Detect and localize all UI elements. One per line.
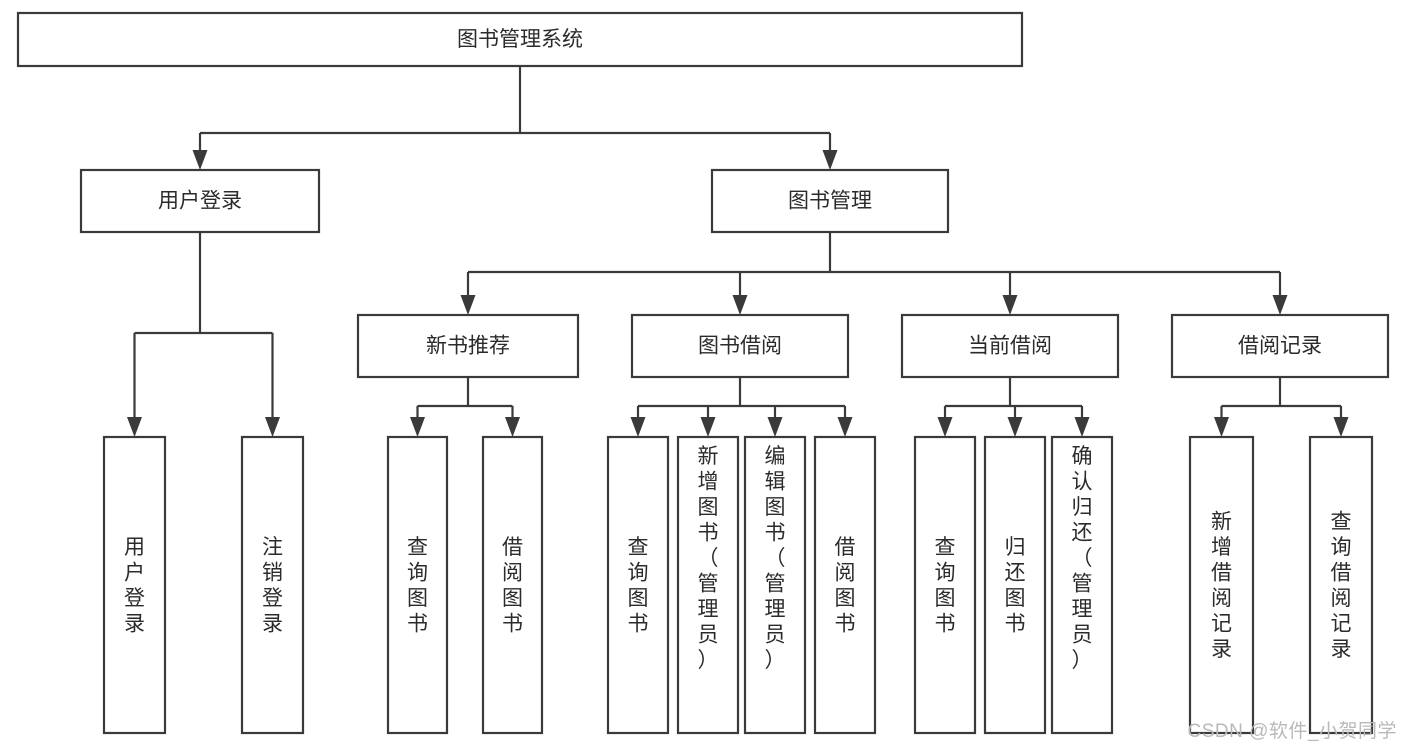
node-label-leaf-logout: 注销登录 bbox=[262, 536, 283, 636]
node-label-leaf-query-book-2: 查询图书 bbox=[628, 536, 649, 636]
node-label-book-borrow: 图书借阅 bbox=[698, 335, 782, 358]
node-leaf-logout[interactable]: 注销登录 bbox=[240, 435, 305, 735]
node-box-new-book-rec bbox=[356, 313, 580, 379]
node-box-leaf-query-book-2 bbox=[606, 435, 670, 735]
node-label-leaf-query-book-1: 查询图书 bbox=[407, 536, 428, 636]
arrow-head-icon bbox=[1272, 295, 1288, 315]
arrow-head-icon bbox=[1002, 295, 1018, 315]
arrow-head-icon bbox=[822, 150, 838, 170]
node-label-leaf-confirm-return: 确认归还（管理员） bbox=[1072, 445, 1093, 672]
node-box-leaf-query-book-3 bbox=[913, 435, 977, 735]
node-box-borrow-record bbox=[1170, 313, 1390, 379]
node-new-book-rec[interactable]: 新书推荐 bbox=[356, 313, 580, 379]
arrow-head-icon bbox=[1074, 417, 1090, 437]
node-box-leaf-add-record bbox=[1188, 435, 1255, 735]
node-box-book-borrow bbox=[630, 313, 850, 379]
arrow-head-icon bbox=[1214, 417, 1229, 437]
node-book-borrow[interactable]: 图书借阅 bbox=[630, 313, 850, 379]
arrow-head-icon bbox=[460, 295, 476, 315]
connector-layer bbox=[127, 66, 1349, 437]
node-label-leaf-return-book: 归还图书 bbox=[1005, 536, 1026, 636]
node-label-leaf-edit-book: 编辑图书（管理员） bbox=[765, 445, 786, 672]
node-leaf-query-book-2[interactable]: 查询图书 bbox=[606, 435, 670, 735]
node-label-leaf-query-book-3: 查询图书 bbox=[935, 536, 956, 636]
node-label-leaf-user-login: 用户登录 bbox=[124, 536, 145, 636]
arrow-head-icon bbox=[767, 417, 783, 437]
node-box-leaf-logout bbox=[240, 435, 305, 735]
node-label-leaf-borrow-book-2: 借阅图书 bbox=[835, 536, 856, 636]
node-box-leaf-borrow-book-2 bbox=[813, 435, 877, 735]
arrow-head-icon bbox=[410, 417, 425, 437]
node-box-leaf-user-login bbox=[102, 435, 167, 735]
node-current-borrow[interactable]: 当前借阅 bbox=[900, 313, 1120, 379]
arrow-head-icon bbox=[937, 417, 953, 437]
node-leaf-user-login[interactable]: 用户登录 bbox=[102, 435, 167, 735]
node-box-leaf-edit-book bbox=[743, 435, 807, 735]
node-leaf-query-book-3[interactable]: 查询图书 bbox=[913, 435, 977, 735]
node-leaf-confirm-return[interactable]: 确认归还（管理员） bbox=[1050, 435, 1114, 735]
node-leaf-edit-book[interactable]: 编辑图书（管理员） bbox=[743, 435, 807, 735]
arrow-head-icon bbox=[127, 417, 142, 437]
node-box-leaf-borrow-book-1 bbox=[481, 435, 544, 735]
node-label-current-borrow: 当前借阅 bbox=[968, 335, 1052, 358]
watermark-label: CSDN @软件_小贺同学 bbox=[1187, 721, 1397, 742]
arrow-head-icon bbox=[265, 417, 280, 437]
arrow-head-icon bbox=[700, 417, 716, 437]
node-user-login[interactable]: 用户登录 bbox=[79, 168, 321, 234]
node-leaf-query-book-1[interactable]: 查询图书 bbox=[386, 435, 449, 735]
node-label-leaf-add-book: 新增图书（管理员） bbox=[698, 445, 719, 672]
arrow-head-icon bbox=[732, 295, 748, 315]
node-label-new-book-rec: 新书推荐 bbox=[426, 335, 510, 358]
node-box-leaf-query-book-1 bbox=[386, 435, 449, 735]
node-label-book-manage: 图书管理 bbox=[788, 190, 872, 213]
node-label-borrow-record: 借阅记录 bbox=[1238, 335, 1322, 358]
arrow-head-icon bbox=[1007, 417, 1023, 437]
node-borrow-record[interactable]: 借阅记录 bbox=[1170, 313, 1390, 379]
node-box-undefined bbox=[16, 11, 1024, 68]
node-leaf-add-book[interactable]: 新增图书（管理员） bbox=[676, 435, 740, 735]
node-label-leaf-query-record: 查询借阅记录 bbox=[1331, 510, 1352, 661]
node-box-leaf-query-record bbox=[1308, 435, 1374, 735]
node-layer: 图书管理系统用户登录图书管理新书推荐图书借阅当前借阅借阅记录用户登录注销登录查询… bbox=[16, 11, 1390, 735]
node-leaf-query-record[interactable]: 查询借阅记录 bbox=[1308, 435, 1374, 735]
arrow-head-icon bbox=[630, 417, 646, 437]
arrow-head-icon bbox=[1333, 417, 1349, 437]
node-box-leaf-add-book bbox=[676, 435, 740, 735]
node-label-leaf-borrow-book-1: 借阅图书 bbox=[502, 536, 523, 636]
node-box-book-manage bbox=[710, 168, 950, 234]
node-box-current-borrow bbox=[900, 313, 1120, 379]
arrow-head-icon bbox=[837, 417, 853, 437]
node-leaf-add-record[interactable]: 新增借阅记录 bbox=[1188, 435, 1255, 735]
arrow-head-icon bbox=[192, 150, 208, 170]
node-undefined[interactable]: 图书管理系统 bbox=[16, 11, 1024, 68]
node-leaf-borrow-book-2[interactable]: 借阅图书 bbox=[813, 435, 877, 735]
node-leaf-return-book[interactable]: 归还图书 bbox=[983, 435, 1047, 735]
node-box-user-login bbox=[79, 168, 321, 234]
node-leaf-borrow-book-1[interactable]: 借阅图书 bbox=[481, 435, 544, 735]
node-box-leaf-return-book bbox=[983, 435, 1047, 735]
node-label-leaf-add-record: 新增借阅记录 bbox=[1211, 510, 1232, 661]
node-label-user-login: 用户登录 bbox=[158, 190, 242, 213]
node-label-undefined: 图书管理系统 bbox=[457, 28, 583, 51]
arrow-head-icon bbox=[505, 417, 520, 437]
node-book-manage[interactable]: 图书管理 bbox=[710, 168, 950, 234]
node-box-leaf-confirm-return bbox=[1050, 435, 1114, 735]
